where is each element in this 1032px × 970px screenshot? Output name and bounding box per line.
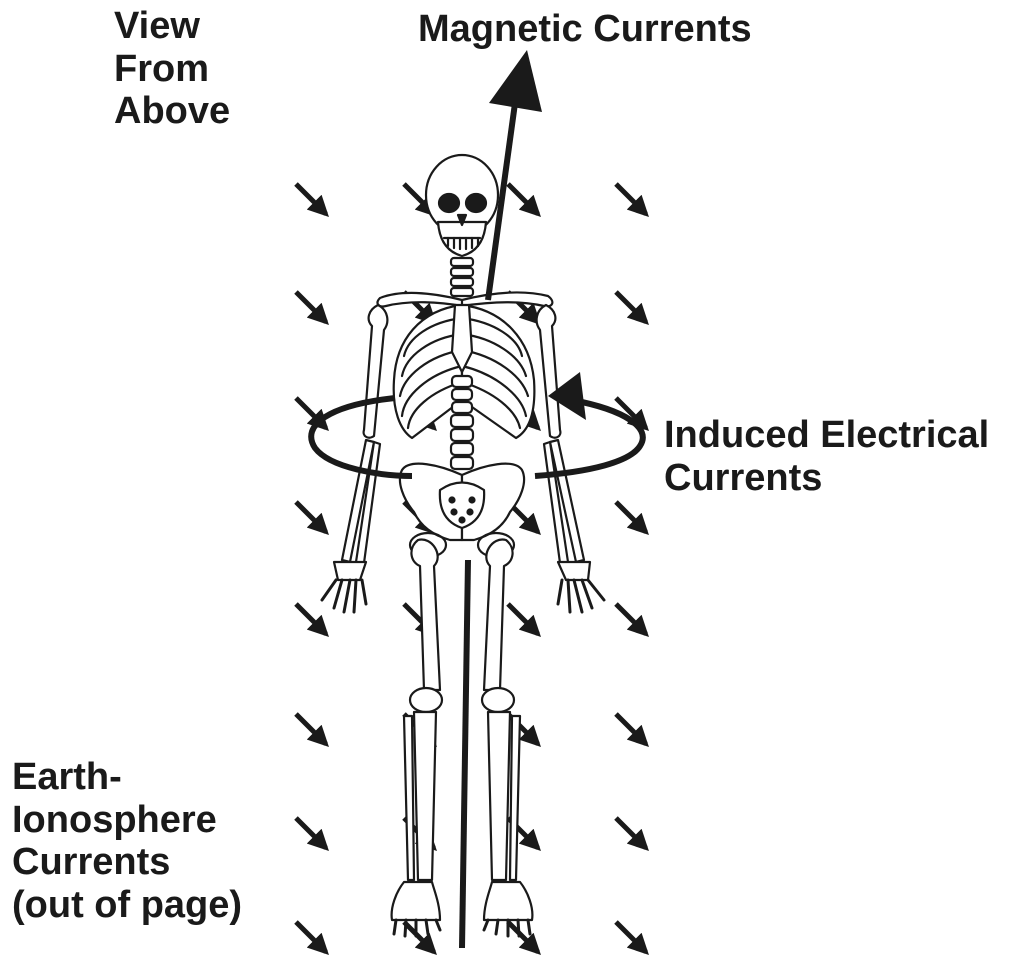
field-arrow-icon <box>404 922 434 952</box>
field-arrow-icon <box>296 292 326 322</box>
right-arm <box>537 305 604 612</box>
field-arrow-icon <box>296 184 326 214</box>
lumbar-spine <box>451 376 473 469</box>
field-arrow-icon <box>616 184 646 214</box>
field-arrow-icon <box>296 818 326 848</box>
field-arrow-icon <box>508 922 538 952</box>
field-arrow-icon <box>296 604 326 634</box>
field-arrow-icon <box>616 604 646 634</box>
field-arrow-icon <box>616 292 646 322</box>
field-arrow-icon <box>296 714 326 744</box>
cervical-spine <box>451 258 473 296</box>
field-arrow-icon <box>508 604 538 634</box>
field-arrow-icon <box>296 502 326 532</box>
skull <box>426 155 498 256</box>
field-arrow-icon <box>296 398 326 428</box>
field-arrow-icon <box>616 714 646 744</box>
right-leg <box>482 539 532 936</box>
field-arrow-icon <box>508 184 538 214</box>
field-arrow-icon <box>616 818 646 848</box>
field-arrow-icon <box>296 922 326 952</box>
left-leg <box>392 539 442 936</box>
field-arrow-icon <box>616 922 646 952</box>
field-arrow-icon <box>616 502 646 532</box>
